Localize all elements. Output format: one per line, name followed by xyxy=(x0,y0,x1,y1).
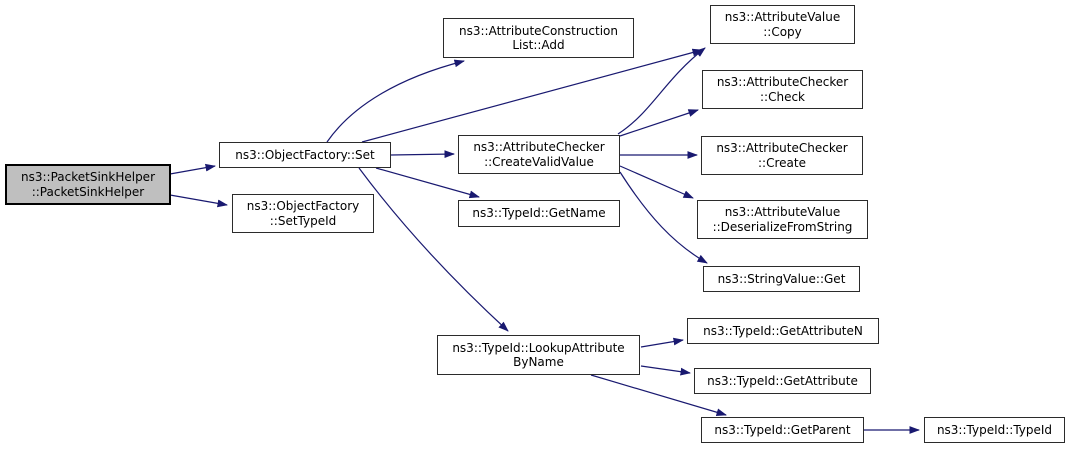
edge-createvalidvalue-deserializefromstring xyxy=(619,165,694,199)
edge-set-copy xyxy=(361,48,703,143)
node-attributevalue-deserializefromstring[interactable]: ns3::AttributeValue ::DeserializeFromStr… xyxy=(697,200,868,239)
node-typeid-getparent[interactable]: ns3::TypeId::GetParent xyxy=(701,417,864,443)
edge-createvalidvalue-copy xyxy=(617,47,706,135)
edge-set-getname xyxy=(375,167,480,199)
edge-createvalidvalue-check xyxy=(619,109,699,137)
edge-lookupattributebyname-getattribute xyxy=(640,365,691,376)
edge-set-createvalidvalue xyxy=(390,150,455,159)
edge-packetsinkhelper-set xyxy=(169,163,216,175)
node-attributechecker-check[interactable]: ns3::AttributeChecker ::Check xyxy=(702,70,863,109)
node-objectfactory-set[interactable]: ns3::ObjectFactory::Set xyxy=(219,142,391,168)
edge-lookupattributebyname-getattributen xyxy=(640,337,684,348)
node-stringvalue-get[interactable]: ns3::StringValue::Get xyxy=(703,266,860,292)
edge-packetsinkhelper-settypeid xyxy=(169,194,228,208)
node-objectfactory-settypeid[interactable]: ns3::ObjectFactory ::SetTypeId xyxy=(232,194,374,233)
node-attributechecker-createvalidvalue[interactable]: ns3::AttributeChecker ::CreateValidValue xyxy=(458,135,620,174)
node-attributeconstructionlist-add[interactable]: ns3::AttributeConstruction List::Add xyxy=(443,18,634,58)
node-typeid-getattribute[interactable]: ns3::TypeId::GetAttribute xyxy=(694,368,871,394)
node-typeid-typeid[interactable]: ns3::TypeId::TypeId xyxy=(924,417,1065,443)
node-packetsinkhelper-constructor: ns3::PacketSinkHelper ::PacketSinkHelper xyxy=(5,164,171,205)
node-typeid-lookupattributebyname[interactable]: ns3::TypeId::LookupAttribute ByName xyxy=(437,335,640,375)
edge-createvalidvalue-stringvalueget xyxy=(619,171,708,264)
node-typeid-getattributen[interactable]: ns3::TypeId::GetAttributeN xyxy=(687,318,879,344)
node-attributechecker-create[interactable]: ns3::AttributeChecker ::Create xyxy=(701,136,863,175)
edge-set-lookupattributebyname xyxy=(358,167,509,332)
node-attributevalue-copy[interactable]: ns3::AttributeValue ::Copy xyxy=(710,5,855,44)
edge-set-add xyxy=(326,59,465,143)
edge-lookupattributebyname-getparent xyxy=(590,374,727,417)
node-typeid-getname[interactable]: ns3::TypeId::GetName xyxy=(458,200,620,227)
